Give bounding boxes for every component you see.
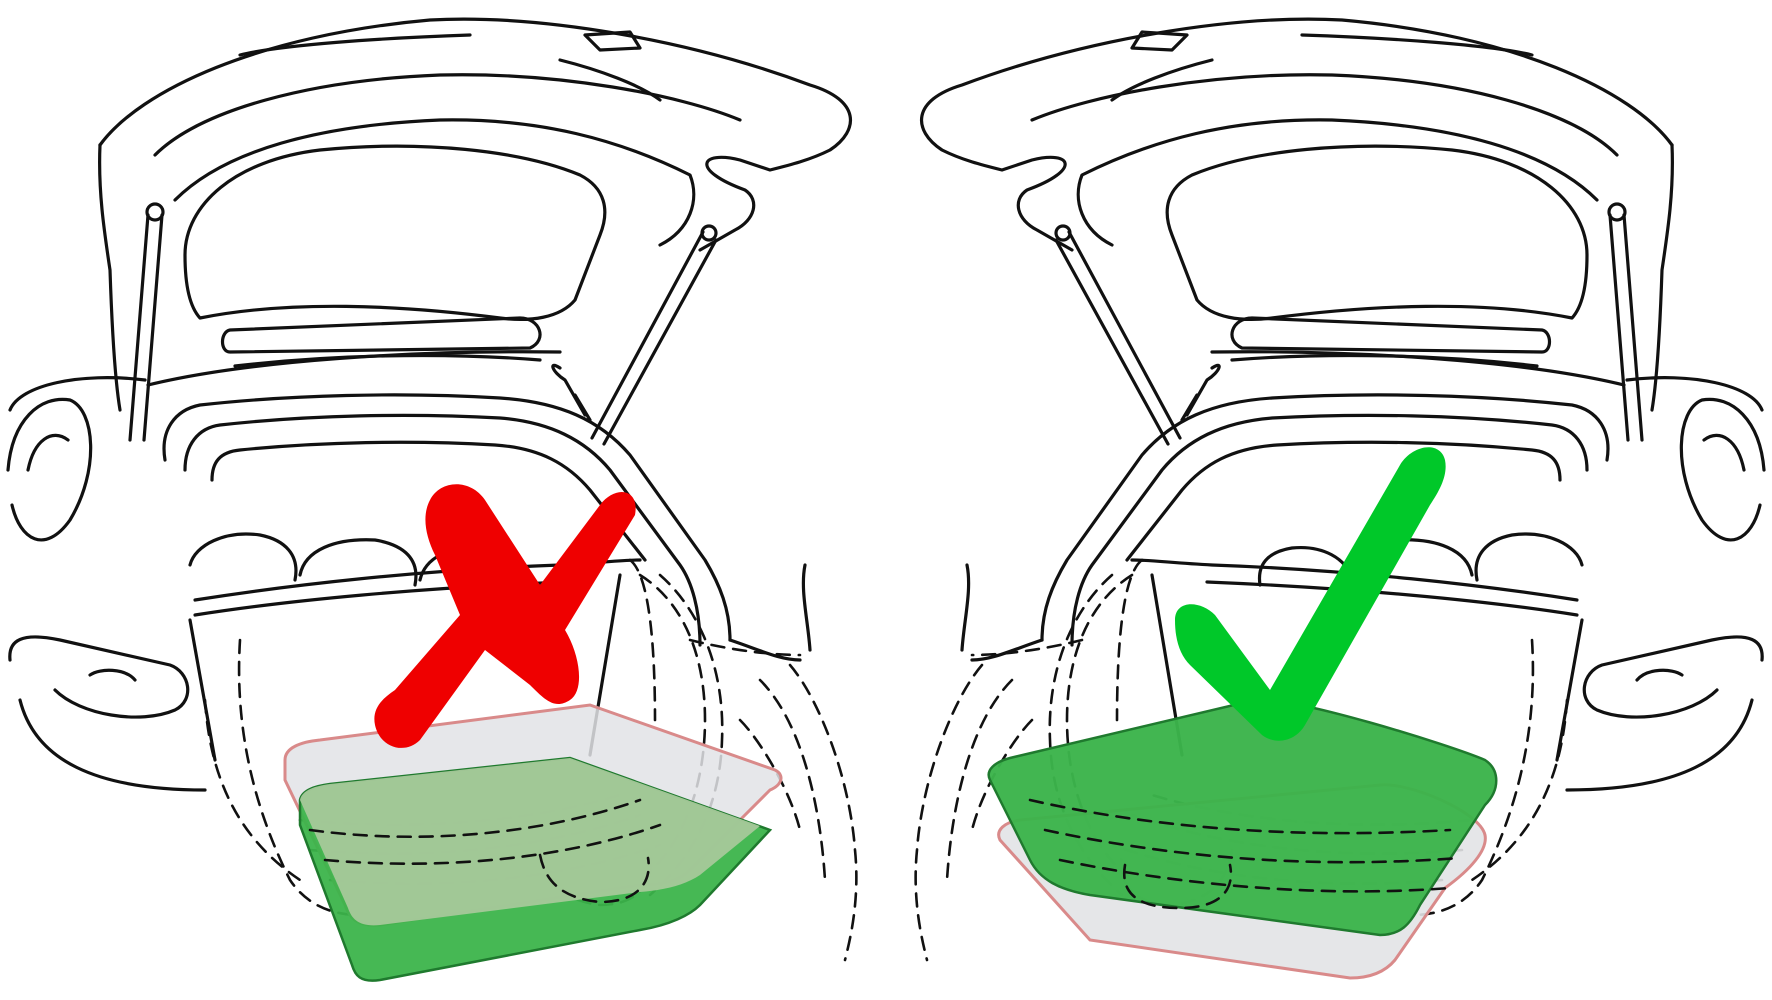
- right-panel: [914, 17, 1766, 980]
- left-panel: [6, 17, 858, 982]
- cross-mark-icon: [374, 484, 636, 748]
- mat-right-aligned: [987, 698, 1498, 937]
- check-mark-icon: [1175, 447, 1446, 741]
